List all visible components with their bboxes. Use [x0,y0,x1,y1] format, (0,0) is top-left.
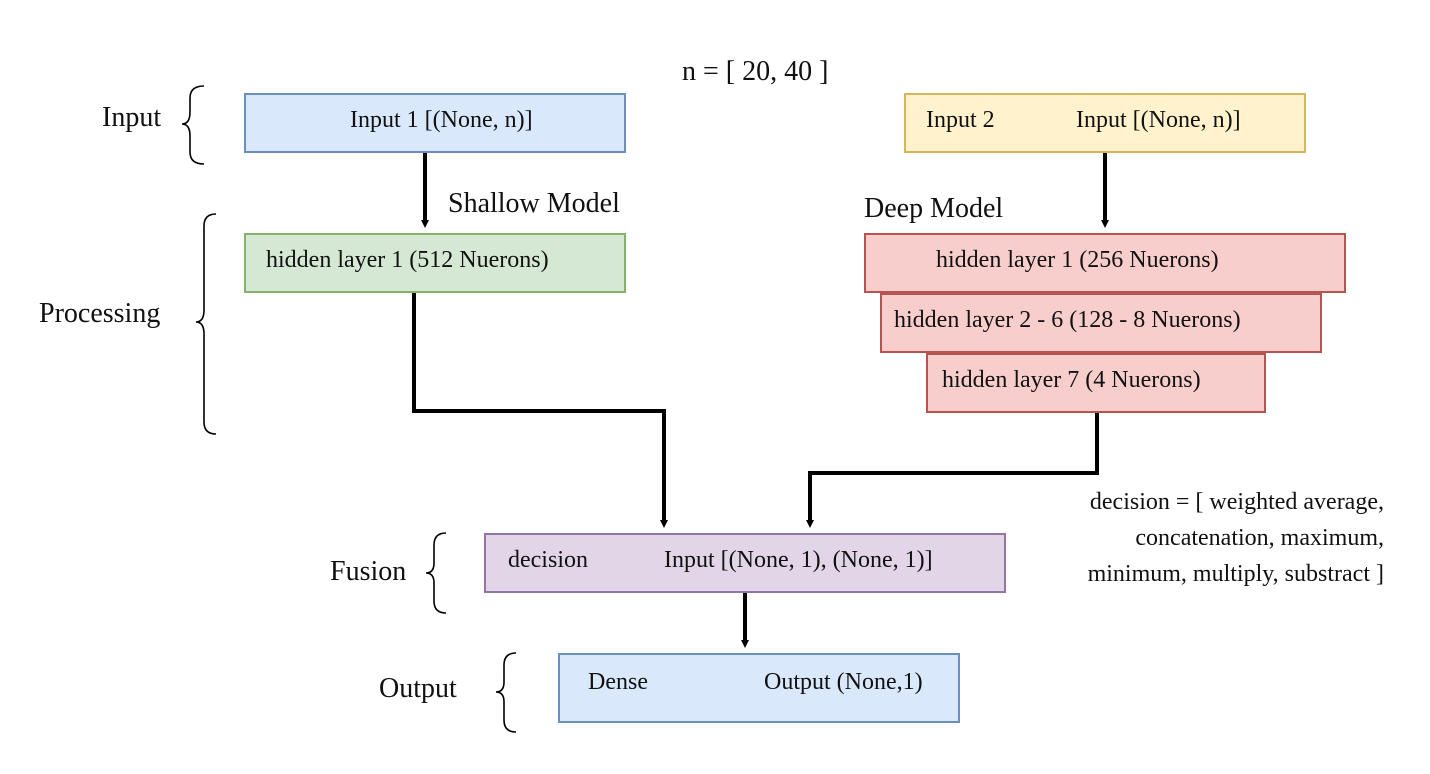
deep-hidden-layer-2-6: hidden layer 2 - 6 (128 - 8 Nuerons) [880,293,1322,353]
input2-shape: Input [(None, n)] [1076,107,1241,133]
fusion-decision-box: decision Input [(None, 1), (None, 1)] [484,533,1006,593]
arrow-shallow-to-fusion [412,293,668,528]
deep-hidden-layer-2-6-label: hidden layer 2 - 6 (128 - 8 Nuerons) [894,307,1241,333]
n-values-note: n = [ 20, 40 ] [682,56,829,87]
deep-hidden-layer-7-label: hidden layer 7 (4 Nuerons) [942,367,1201,393]
stage-label-input: Input [102,102,162,133]
stage-label-processing: Processing [39,298,161,329]
fusion-decision-shape: Input [(None, 1), (None, 1)] [664,547,933,573]
brace-fusion [425,532,447,614]
brace-output [495,652,517,733]
stage-label-fusion: Fusion [330,556,407,587]
input2-box: Input 2 Input [(None, n)] [904,93,1306,153]
output-dense-box: Dense Output (None,1) [558,653,960,723]
fusion-decision-name: decision [508,547,588,573]
input1-label: Input 1 [(None, n)] [350,107,533,133]
output-dense-name: Dense [588,669,648,695]
output-dense-shape: Output (None,1) [764,669,923,695]
arrow-deep-to-fusion [806,413,1099,528]
decision-options-line-1: decision = [ weighted average, [1089,489,1384,515]
deep-hidden-layer-7: hidden layer 7 (4 Nuerons) [926,353,1266,413]
input2-name: Input 2 [926,107,995,133]
decision-options-line-2: concatenation, maximum, [1135,525,1384,551]
shallow-model-title: Shallow Model [448,188,620,219]
brace-processing [195,213,217,435]
input1-box: Input 1 [(None, n)] [244,93,626,153]
deep-model-title: Deep Model [864,193,1004,224]
decision-options-line-3: minimum, multiply, substract ] [1087,561,1384,587]
brace-input [181,85,205,165]
stage-label-output: Output [379,673,457,704]
shallow-hidden-layer-1: hidden layer 1 (512 Nuerons) [244,233,626,293]
deep-hidden-layer-1: hidden layer 1 (256 Nuerons) [864,233,1346,293]
deep-hidden-layer-1-label: hidden layer 1 (256 Nuerons) [936,247,1219,273]
shallow-hidden-layer-1-label: hidden layer 1 (512 Nuerons) [266,247,549,273]
